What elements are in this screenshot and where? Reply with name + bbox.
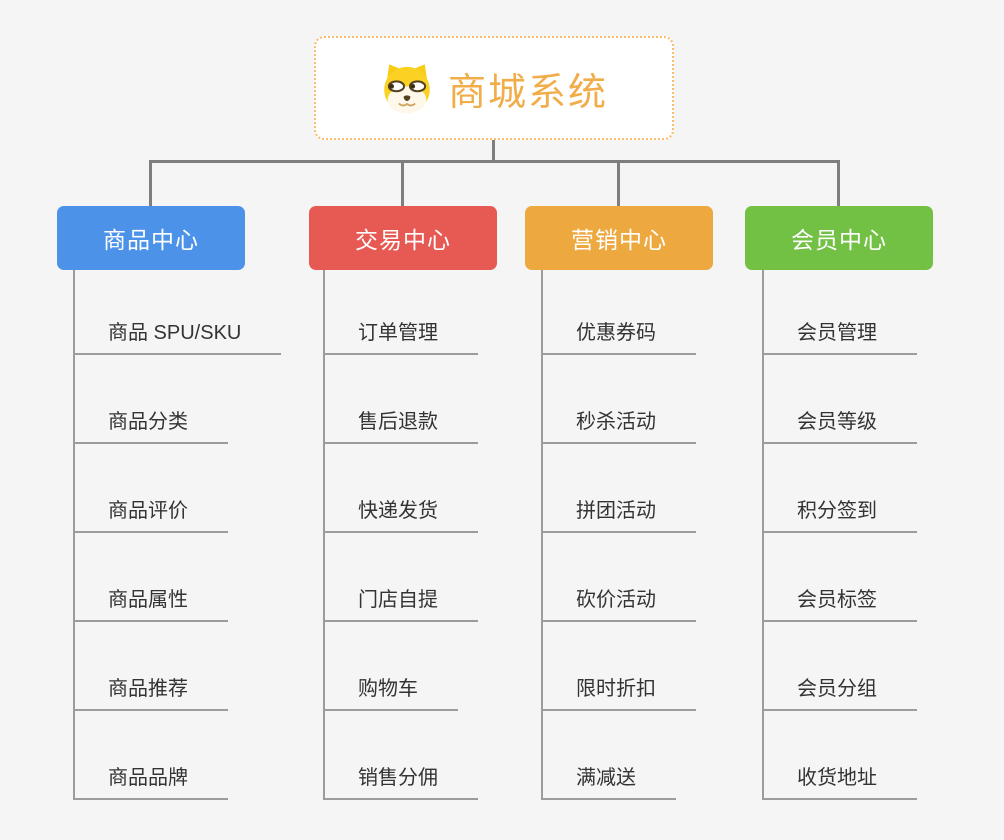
branch-leaves-product-center: 商品 SPU/SKU 商品分类 商品评价 商品属性 商品推荐 商品品牌	[73, 270, 282, 800]
leaf-item[interactable]: 会员管理	[762, 270, 917, 355]
leaf-item[interactable]: 拼团活动	[541, 444, 696, 533]
root-node-mall-system[interactable]: 商城系统	[314, 36, 674, 140]
leaf-item[interactable]: 秒杀活动	[541, 355, 696, 444]
branch-node-marketing-center[interactable]: 营销中心	[525, 206, 713, 270]
leaf-item[interactable]: 会员分组	[762, 622, 917, 711]
branch-leaves-trade-center: 订单管理 售后退款 快递发货 门店自提 购物车 销售分佣	[323, 270, 478, 800]
leaf-item[interactable]: 会员标签	[762, 533, 917, 622]
connector-drop-marketing-center	[617, 160, 620, 208]
leaf-item[interactable]: 积分签到	[762, 444, 917, 533]
leaf-item[interactable]: 收货地址	[762, 711, 917, 800]
branch-node-trade-center[interactable]: 交易中心	[309, 206, 497, 270]
dog-face-icon	[380, 61, 434, 115]
branch-node-member-center[interactable]: 会员中心	[745, 206, 933, 270]
leaf-item[interactable]: 售后退款	[323, 355, 478, 444]
leaf-item[interactable]: 优惠券码	[541, 270, 696, 355]
connector-drop-product-center	[149, 160, 152, 208]
leaf-item[interactable]: 会员等级	[762, 355, 917, 444]
branch-node-product-center[interactable]: 商品中心	[57, 206, 245, 270]
connector-root-stub	[492, 140, 495, 162]
leaf-item[interactable]: 满减送	[541, 711, 676, 800]
leaf-item[interactable]: 订单管理	[323, 270, 478, 355]
leaf-item[interactable]: 销售分佣	[323, 711, 478, 800]
leaf-item[interactable]: 快递发货	[323, 444, 478, 533]
leaf-item[interactable]: 商品品牌	[73, 711, 228, 800]
connector-rail	[149, 160, 839, 163]
leaf-item[interactable]: 商品评价	[73, 444, 228, 533]
connector-drop-member-center	[837, 160, 840, 208]
leaf-item[interactable]: 商品 SPU/SKU	[73, 270, 282, 355]
leaf-item[interactable]: 砍价活动	[541, 533, 696, 622]
branch-leaves-member-center: 会员管理 会员等级 积分签到 会员标签 会员分组 收货地址	[762, 270, 917, 800]
leaf-item[interactable]: 商品推荐	[73, 622, 228, 711]
leaf-item[interactable]: 限时折扣	[541, 622, 696, 711]
connector-drop-trade-center	[401, 160, 404, 208]
leaf-item[interactable]: 商品属性	[73, 533, 228, 622]
leaf-item[interactable]: 商品分类	[73, 355, 228, 444]
branch-leaves-marketing-center: 优惠券码 秒杀活动 拼团活动 砍价活动 限时折扣 满减送	[541, 270, 696, 800]
root-node-title: 商城系统	[447, 71, 608, 114]
leaf-item[interactable]: 购物车	[323, 622, 458, 711]
leaf-item[interactable]: 门店自提	[323, 533, 478, 622]
